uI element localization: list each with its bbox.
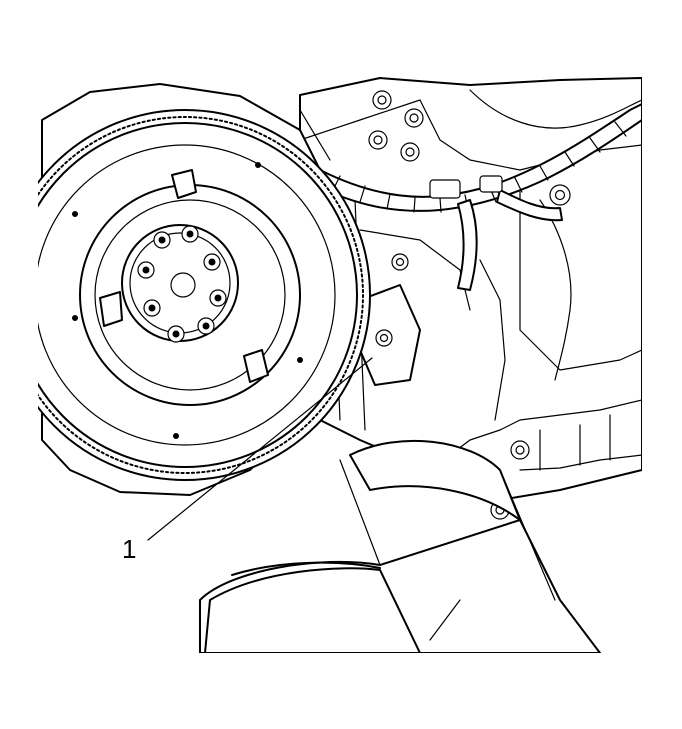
flywheel <box>38 83 371 496</box>
oil-filter <box>199 439 601 653</box>
callout-leader-line <box>147 357 373 541</box>
callout-1-label: 1 <box>122 534 136 564</box>
callout-1: 1 <box>122 357 373 564</box>
flywheel-bolts <box>137 225 227 343</box>
